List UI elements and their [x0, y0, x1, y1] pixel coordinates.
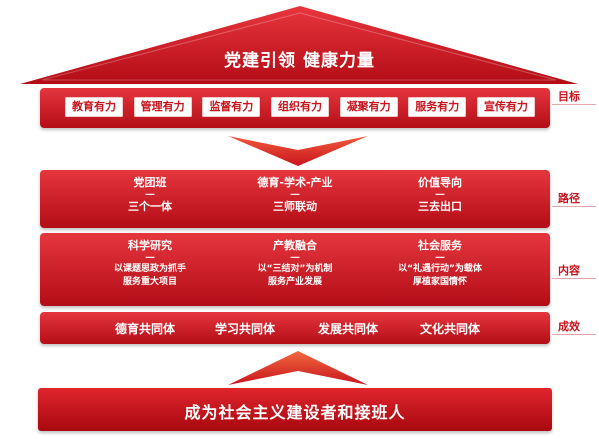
- goal-pill: 宣传有力: [476, 97, 535, 117]
- page-title: 党建引领 健康力量: [224, 51, 375, 71]
- goal-pill: 管理有力: [133, 97, 192, 117]
- up-arrow-icon: [228, 351, 368, 385]
- goal-band: 教育有力 管理有力 监督有力 组织有力 凝聚有力 服务有力 宣传有力: [40, 88, 550, 128]
- side-label-line: [552, 104, 596, 105]
- side-label-line: [552, 334, 596, 335]
- divider: —: [435, 189, 445, 200]
- path-col-text: 三个一体: [128, 200, 172, 213]
- roof-triangle: [20, 6, 578, 84]
- result-band: 德育共同体 学习共同体 发展共同体 文化共同体: [40, 312, 550, 344]
- content-col-text: 服务重大项目: [122, 277, 177, 287]
- goal-pills: 教育有力 管理有力 监督有力 组织有力 凝聚有力 服务有力 宣传有力: [65, 97, 535, 119]
- divider: —: [290, 252, 300, 263]
- side-label-path: 路径: [558, 192, 580, 205]
- path-col-title: 德育-学术-产业: [257, 176, 333, 189]
- path-col: 价值导向 — 三去出口: [370, 176, 510, 214]
- divider: —: [290, 189, 300, 200]
- goal-pill: 凝聚有力: [339, 97, 398, 117]
- content-col-text: 以“礼遇行动”为载体: [398, 264, 482, 274]
- content-col-title: 社会服务: [418, 239, 462, 252]
- side-label-content: 内容: [558, 264, 580, 277]
- community-label: 文化共同体: [419, 322, 480, 336]
- content-col-title: 产教融合: [273, 239, 317, 252]
- content-col-text: 以“三结对”为机制: [257, 264, 333, 274]
- content-col-text: 厚植家国情怀: [412, 277, 467, 287]
- goal-pill: 监督有力: [202, 97, 261, 117]
- divider: —: [145, 189, 155, 200]
- side-label-result: 成效: [558, 320, 580, 333]
- bottom-goal-text: 成为社会主义建设者和接班人: [184, 403, 406, 422]
- content-col: 社会服务 — 以“礼遇行动”为载体 厚植家国情怀: [370, 239, 510, 289]
- content-col: 产教融合 — 以“三结对”为机制 服务产业发展: [225, 239, 365, 289]
- path-band: 党团班 — 三个一体 德育-学术-产业 — 三师联动 价值导向 — 三去出口: [40, 170, 550, 228]
- goal-pill: 组织有力: [270, 97, 329, 117]
- side-label-goal: 目标: [558, 90, 580, 103]
- path-col-text: 三师联动: [273, 200, 317, 213]
- community-label: 德育共同体: [114, 322, 175, 336]
- path-col: 德育-学术-产业 — 三师联动: [225, 176, 365, 214]
- side-label-line: [552, 278, 596, 279]
- path-col-title: 党团班: [133, 176, 167, 189]
- community-label: 学习共同体: [214, 322, 275, 336]
- community-label: 发展共同体: [317, 322, 378, 336]
- path-col-title: 价值导向: [418, 176, 462, 189]
- divider: —: [145, 252, 155, 263]
- side-label-line: [552, 206, 596, 207]
- path-col: 党团班 — 三个一体: [80, 176, 220, 214]
- divider: —: [435, 252, 445, 263]
- content-band: 科学研究 — 以课题思政为抓手 服务重大项目 产教融合 — 以“三结对”为机制 …: [40, 233, 550, 306]
- content-col: 科学研究 — 以课题思政为抓手 服务重大项目: [80, 239, 220, 289]
- goal-pill: 服务有力: [408, 97, 467, 117]
- down-arrow-icon: [228, 136, 368, 166]
- content-col-text: 以课题思政为抓手: [113, 264, 186, 274]
- bottom-band: 成为社会主义建设者和接班人: [38, 388, 552, 431]
- content-col-text: 服务产业发展: [267, 277, 322, 287]
- goal-pill: 教育有力: [65, 97, 123, 117]
- path-col-text: 三去出口: [418, 200, 462, 213]
- content-col-title: 科学研究: [128, 239, 172, 252]
